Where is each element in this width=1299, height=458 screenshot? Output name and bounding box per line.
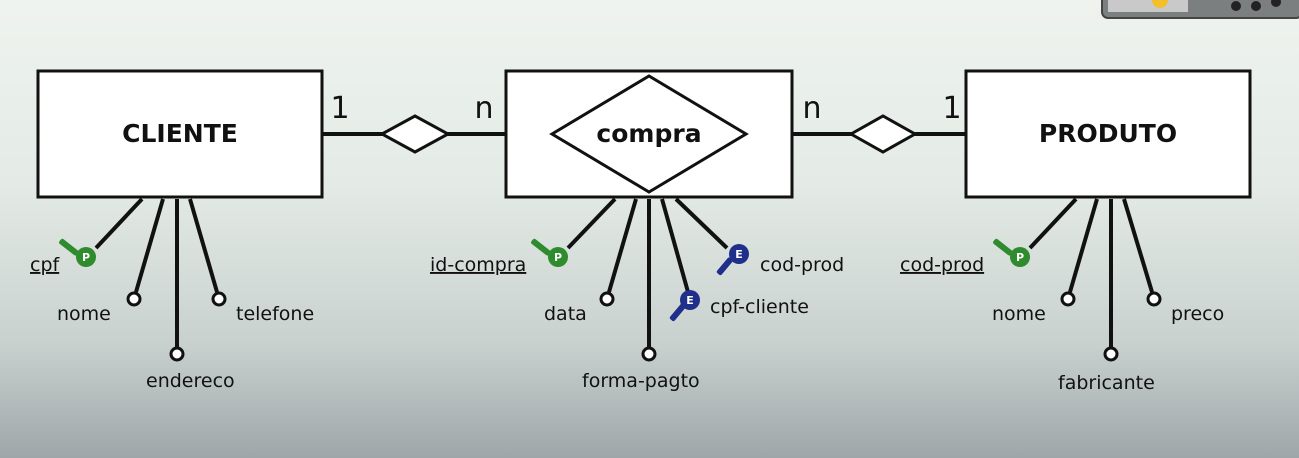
attr-compra-forma-pagto: forma-pagto (582, 370, 700, 392)
produto-attributes: P cod-prod nome fabricante preco (900, 197, 1224, 394)
corner-logo-graphic (1101, 0, 1299, 19)
attr-marker-forma-pagto (641, 346, 657, 362)
compra-produto-diamond (847, 114, 919, 154)
entity-compra-label: compra (596, 119, 701, 148)
attr-produto-nome: nome (992, 303, 1046, 325)
attr-marker-nome (1060, 291, 1076, 307)
primary-key-icon: P (993, 238, 1030, 267)
attr-produto-cod-prod: cod-prod (900, 254, 984, 276)
foreign-key-icon: E (716, 244, 749, 276)
entity-compra: compra (504, 69, 794, 199)
attr-marker-nome (126, 291, 142, 307)
attr-produto-fabricante: fabricante (1058, 372, 1155, 394)
attr-marker-data (599, 291, 615, 307)
cardinality-compra-right: n (802, 91, 821, 126)
svg-text:E: E (735, 248, 743, 261)
attr-produto-preco: preco (1171, 303, 1224, 325)
cardinality-produto: 1 (942, 91, 961, 126)
entity-cliente-label: CLIENTE (122, 119, 238, 148)
attr-cliente-nome: nome (57, 303, 111, 325)
svg-text:E: E (686, 294, 694, 307)
attr-marker-telefone (211, 291, 227, 307)
attr-marker-endereco (169, 346, 185, 362)
foreign-key-icon: E (669, 290, 700, 322)
cliente-attributes: P cpf nome endereco telefone (30, 197, 314, 392)
entity-produto: PRODUTO (964, 69, 1252, 199)
attr-cliente-cpf: cpf (30, 254, 61, 276)
attr-compra-id-compra: id-compra (430, 254, 526, 276)
attr-compra-cod-prod: cod-prod (760, 254, 844, 276)
entity-produto-label: PRODUTO (1039, 119, 1177, 148)
cardinality-compra-left: n (474, 91, 493, 126)
svg-text:P: P (554, 251, 562, 264)
attr-cliente-telefone: telefone (236, 303, 314, 325)
svg-text:P: P (1016, 251, 1024, 264)
attr-marker-fabricante (1103, 346, 1119, 362)
cliente-compra-diamond (378, 114, 452, 154)
attr-marker-preco (1146, 291, 1162, 307)
cardinality-cliente: 1 (330, 91, 349, 126)
attr-cliente-endereco: endereco (146, 370, 235, 392)
entity-cliente: CLIENTE (36, 69, 324, 199)
primary-key-icon: P (531, 238, 568, 267)
primary-key-icon: P (59, 238, 96, 267)
compra-relationship-diamond (549, 74, 749, 194)
attr-compra-cpf-cliente: cpf-cliente (710, 296, 809, 318)
svg-text:P: P (82, 251, 90, 264)
compra-attributes: P E E id-compra data forma-pagto cpf-cli… (430, 197, 844, 392)
attr-compra-data: data (544, 303, 587, 325)
